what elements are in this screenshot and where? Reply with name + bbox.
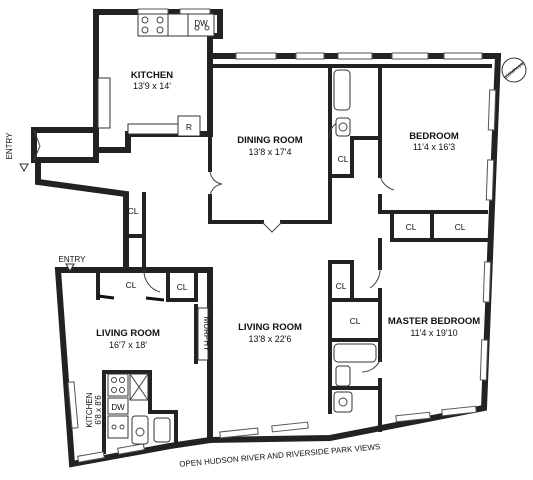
murphy-bed — [197, 307, 209, 361]
compass-icon: COMPASS — [501, 57, 527, 83]
entry-marker-icon — [65, 263, 75, 273]
closet-label: CL — [126, 280, 137, 290]
bedroom-name: BEDROOM — [409, 131, 459, 142]
living-left-name: LIVING ROOM — [96, 328, 160, 339]
dw-label: DW — [194, 19, 208, 28]
closet-label: CL — [338, 154, 349, 164]
closet-label: CL — [350, 316, 361, 326]
kitchenette-name: KITCHEN — [85, 392, 94, 427]
kitchenette-dims: 6'8 x 8'6 — [94, 395, 103, 425]
dining-dims: 13'8 x 17'4 — [249, 147, 292, 157]
main-outline — [35, 53, 502, 444]
closet-label: CL — [406, 222, 417, 232]
bath-fixtures — [333, 69, 377, 413]
entry-marker-side-icon — [19, 163, 29, 173]
living-center-dims: 13'8 x 22'6 — [249, 334, 292, 344]
closet-label: CL — [128, 206, 139, 216]
interior-walls — [96, 54, 492, 454]
views-caption: OPEN HUDSON RIVER AND RIVERSIDE PARK VIE… — [179, 442, 381, 469]
exterior-walls — [31, 9, 502, 468]
kitchenette-fixtures — [107, 373, 171, 445]
kitchen-fixtures — [97, 13, 215, 137]
entry-label: ENTRY — [59, 255, 87, 264]
murphy-label: MURPHY — [202, 317, 211, 352]
bedroom-dims: 11'4 x 16'3 — [413, 142, 455, 152]
closet-labels: CL CL CL CL CL CL CL CL — [126, 154, 466, 326]
closet-label: CL — [336, 281, 347, 291]
closet-label: CL — [455, 222, 466, 232]
living-center-name: LIVING ROOM — [238, 322, 302, 333]
dining-name: DINING ROOM — [237, 135, 303, 146]
windows — [67, 8, 497, 463]
room-labels: KITCHEN 13'9 x 14' DINING ROOM 13'8 x 17… — [85, 70, 480, 428]
master-dims: 11'4 x 19'10 — [410, 328, 457, 338]
entry-side-label: ENTRY — [5, 132, 14, 160]
dw-label-kitchenette: DW — [111, 403, 125, 412]
closet-label: CL — [177, 282, 188, 292]
living-left-dims: 16'7 x 18' — [109, 340, 147, 350]
kitchen-dims: 13'9 x 14' — [133, 81, 171, 91]
refrigerator-label: R — [186, 122, 192, 132]
kitchen-name: KITCHEN — [131, 70, 173, 81]
left-wing-outline — [54, 267, 213, 468]
master-name: MASTER BEDROOM — [388, 316, 480, 327]
